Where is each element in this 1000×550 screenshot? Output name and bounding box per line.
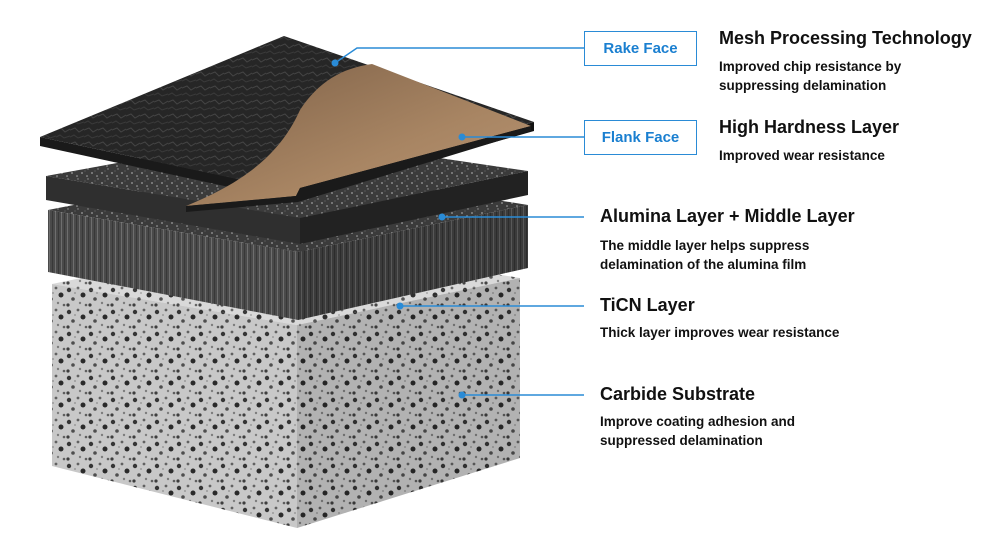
- flank-face-sheet: [186, 64, 531, 212]
- dot-rake: [331, 59, 339, 67]
- mesh-desc: Improved chip resistance by suppressing …: [719, 59, 902, 93]
- ticn-title: TiCN Layer: [600, 295, 695, 315]
- ticn-desc: Thick layer improves wear resistance: [600, 325, 840, 340]
- rake-face-label: Rake Face: [603, 40, 678, 57]
- carbide-title: Carbide Substrate: [600, 384, 756, 404]
- leader-rake: [334, 47, 584, 64]
- rake-face-box: Rake Face: [584, 31, 697, 66]
- dot-alumina: [438, 213, 446, 221]
- dot-carbide: [458, 391, 466, 399]
- hardness-title: High Hardness Layer: [719, 117, 900, 137]
- leader-lines: [334, 47, 584, 396]
- leader-dots: [331, 59, 466, 399]
- carbide-substrate-block: [52, 238, 520, 528]
- hardness-desc: Improved wear resistance: [719, 148, 885, 163]
- mesh-title: Mesh Processing Technology: [719, 28, 972, 48]
- carbide-desc: Improve coating adhesion and suppressed …: [600, 414, 796, 448]
- flank-face-label: Flank Face: [601, 129, 680, 146]
- dot-ticn: [396, 302, 404, 310]
- alumina-desc: The middle layer helps suppress delamina…: [600, 238, 810, 272]
- flank-face-box: Flank Face: [584, 120, 697, 155]
- alumina-title: Alumina Layer + Middle Layer: [600, 206, 855, 226]
- dot-flank: [458, 133, 466, 141]
